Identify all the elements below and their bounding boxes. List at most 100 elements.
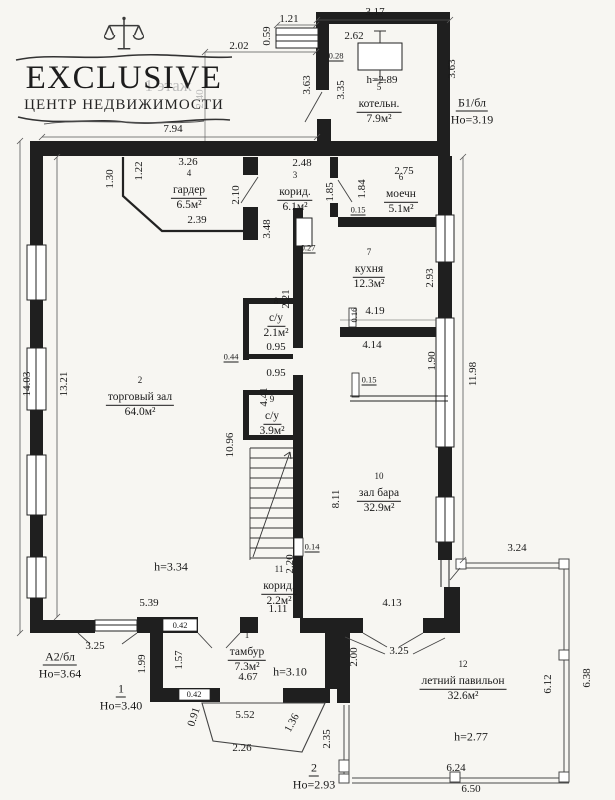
room-name: тамбур <box>227 646 267 661</box>
dim-1-84: 1.84 <box>356 179 368 199</box>
level-value: Но=3.19 <box>450 112 494 127</box>
room-name: гардер <box>170 184 208 199</box>
room-area: 64.0м² <box>124 405 156 418</box>
dim-7-94: 7.94 <box>163 123 183 135</box>
room-number: 4 <box>186 167 192 178</box>
dim-2-00: 2.00 <box>348 647 360 667</box>
dim-2-20: 2.20 <box>284 554 296 574</box>
brand-name: EXCLUSIVE <box>25 60 223 96</box>
dim-0-95-a: 0.95 <box>266 341 286 353</box>
dim-2-62: 2.62 <box>344 30 364 42</box>
dim-2-26: 2.26 <box>232 742 252 754</box>
dim-2-35: 2.35 <box>321 729 333 749</box>
dim-0-15-b: 0.15 <box>361 374 377 386</box>
room-number: 3 <box>292 169 298 180</box>
room-number: 1 <box>244 629 250 640</box>
dim-3-48: 3.48 <box>261 219 273 239</box>
dim-6-24: 6.24 <box>446 762 466 774</box>
dim-0-14: 0.14 <box>304 541 320 553</box>
dim-2-21: 2.21 <box>280 289 292 309</box>
dim-4-19: 4.19 <box>365 305 385 317</box>
room-number: 7 <box>366 246 372 257</box>
agency-logo: EXCLUSIVE ЦЕНТР НЕДВИЖИМОСТИ <box>10 16 238 128</box>
dim-1-57: 1.57 <box>173 650 185 670</box>
level-code: Б1/бл <box>455 95 489 112</box>
dim-4-14: 4.14 <box>362 339 382 351</box>
room-name: зал бара <box>356 487 402 502</box>
room-area: 6.1м² <box>282 200 308 213</box>
room-area: 5.1м² <box>388 202 414 215</box>
room-number: 2 <box>137 374 143 385</box>
windows-layer <box>26 27 455 701</box>
room-number: 6 <box>398 171 404 182</box>
dim-0-15-a: 0.15 <box>350 204 366 216</box>
dim-0-27: 0.27 <box>300 242 316 254</box>
dim-5-39: 5.39 <box>139 597 159 609</box>
dim-2-48: 2.48 <box>292 157 312 169</box>
porch-outline <box>201 702 326 753</box>
dim-0-42-a: 0.42 <box>172 620 188 630</box>
room-name: корид. <box>261 580 297 595</box>
room-number: 10 <box>374 470 384 481</box>
dim-4-13: 4.13 <box>382 597 402 609</box>
dim-1-21: 1.21 <box>279 13 299 25</box>
room-number: 5 <box>376 81 382 92</box>
dim-2-10: 2.10 <box>230 185 242 205</box>
room-area: 32.9м² <box>363 501 395 514</box>
boiler-symbol <box>374 30 386 81</box>
dim-3-17: 3.17 <box>365 6 385 18</box>
dim-6-38: 6.38 <box>581 668 593 688</box>
dim-1-22: 1.22 <box>133 161 145 181</box>
room-name: кухня <box>352 263 386 278</box>
dim-6-50: 6.50 <box>461 783 481 795</box>
dim-0-28: 0.28 <box>328 50 344 62</box>
walls-layer <box>30 12 460 703</box>
dim-2-39: 2.39 <box>187 214 207 226</box>
room-name: котельн. <box>356 98 402 113</box>
level-code: А2/бл <box>43 649 77 666</box>
dim-2-02: 2.02 <box>229 40 249 52</box>
dim-4-67: 4.67 <box>238 671 258 683</box>
room-boiler: 5 котельн.7.9м² <box>356 81 402 126</box>
room-name: корид. <box>277 186 313 201</box>
height-trading-hall: h=3.34 <box>154 559 188 574</box>
dim-3-26: 3.26 <box>178 156 198 168</box>
room-number: 8 <box>273 295 279 306</box>
dim-1-30: 1.30 <box>104 169 116 189</box>
room-name: торговый зал <box>105 391 175 406</box>
level-value: Но=3.64 <box>38 666 82 681</box>
room-area: 7.9м² <box>366 112 392 125</box>
dim-13-21: 13.21 <box>58 371 70 397</box>
room-area: 2.1м² <box>263 326 289 339</box>
dim-14-03: 14.03 <box>21 371 33 397</box>
level-code: 2 <box>309 760 319 777</box>
dim-0-44: 0.44 <box>223 351 239 363</box>
dim-2-75: 2.75 <box>394 165 414 177</box>
room-number: 11 <box>274 563 284 574</box>
room-area: 7.3м² <box>234 660 260 673</box>
thin-walls-layer <box>121 157 450 587</box>
room-area: 12.3м² <box>353 277 385 290</box>
dim-1-85: 1.85 <box>324 182 336 202</box>
dim-3-35: 3.35 <box>335 80 347 100</box>
room-name: летний павильон <box>419 675 507 690</box>
room-area: 6.5м² <box>176 198 202 211</box>
dim-10-96: 10.96 <box>224 432 236 458</box>
flourish-bottom <box>17 115 231 125</box>
dim-0-16: 0.16 <box>349 307 359 323</box>
door-swings <box>77 91 461 655</box>
